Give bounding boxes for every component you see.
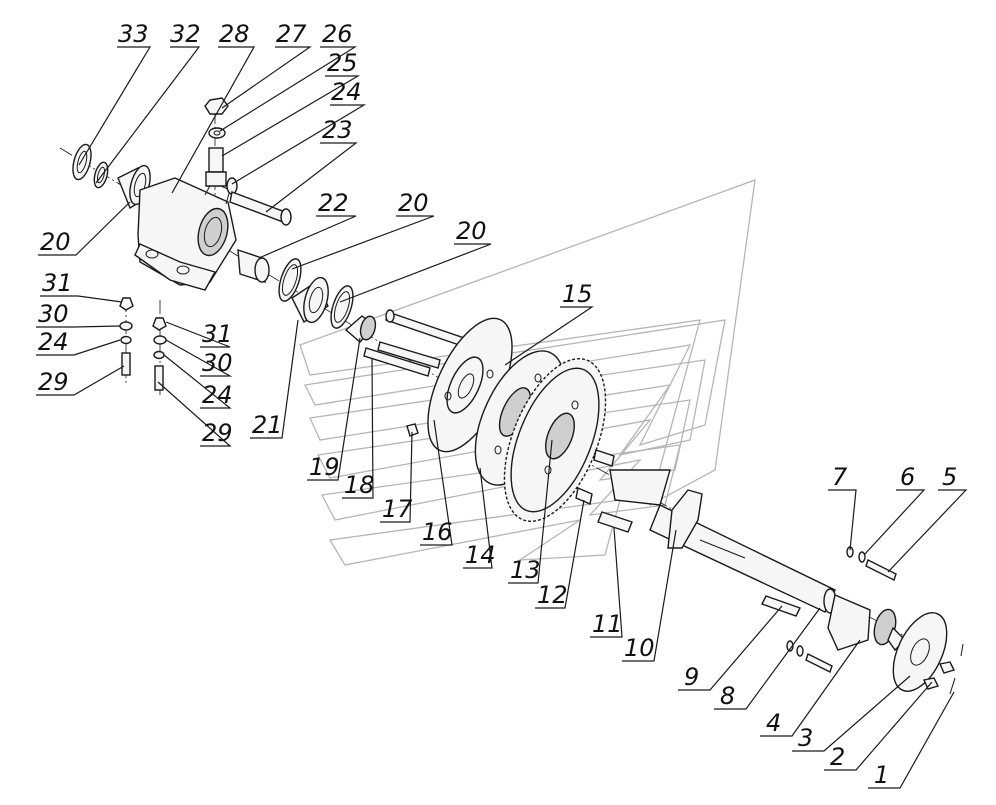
part-22-spacer — [237, 249, 270, 284]
callout-13: 13 — [510, 556, 541, 584]
part-17-nut — [406, 423, 419, 437]
callout-27: 27 — [276, 20, 307, 48]
callout-24-top: 24 — [331, 78, 362, 106]
callout-28: 28 — [219, 20, 250, 48]
callout-31-right: 31 — [202, 320, 233, 348]
part-28-bearing-housing — [134, 177, 237, 291]
callout-11: 11 — [592, 610, 623, 638]
callout-23: 23 — [322, 116, 353, 144]
callout-24-left: 24 — [38, 328, 69, 356]
part-fastener-stack-left — [119, 297, 134, 376]
leader-lines — [36, 46, 968, 789]
part-fastener-stack-right — [152, 317, 167, 391]
callout-14: 14 — [465, 541, 496, 569]
callout-20-middle: 20 — [398, 189, 429, 217]
part-27-nut — [204, 97, 229, 115]
part-23-bolt — [229, 191, 292, 226]
part-19-bushing — [344, 315, 377, 343]
part-9-key — [761, 595, 801, 617]
callout-25: 25 — [327, 49, 358, 77]
callout-3: 3 — [798, 724, 813, 752]
callout-2: 2 — [830, 743, 845, 771]
callout-18: 18 — [344, 471, 375, 499]
callout-6: 6 — [900, 463, 915, 491]
part-21-bearing — [291, 276, 329, 324]
callout-4: 4 — [766, 709, 781, 737]
callout-26: 26 — [322, 20, 353, 48]
callout-17: 17 — [382, 495, 413, 523]
callout-29-left: 29 — [38, 368, 69, 396]
callout-1: 1 — [874, 761, 889, 789]
callout-15: 15 — [562, 280, 593, 308]
callout-31-left: 31 — [42, 269, 73, 297]
callout-19: 19 — [309, 453, 340, 481]
callout-10: 10 — [624, 634, 655, 662]
callout-16: 16 — [422, 518, 453, 546]
callout-24-right: 24 — [202, 381, 233, 409]
part-18-pins — [363, 341, 441, 377]
callout-29-right: 29 — [202, 419, 233, 447]
part-8-shaft — [609, 469, 837, 614]
part-6-washer — [858, 551, 866, 563]
part-4-bearing-unit — [827, 594, 906, 652]
part-10-flange-plate — [667, 489, 703, 549]
part-3-end-disc — [892, 612, 948, 692]
part-lower-bolt-set — [786, 640, 833, 673]
callout-30-right: 30 — [202, 349, 233, 377]
part-5-bolt — [865, 559, 897, 581]
part-11-key — [597, 511, 633, 533]
part-33-seal-ring — [72, 143, 92, 181]
part-32-circlip — [93, 161, 109, 189]
part-25-fitting — [205, 147, 227, 187]
part-1-cotter-pins — [949, 643, 964, 695]
callout-33: 33 — [118, 20, 149, 48]
part-16-hub-disc — [427, 317, 513, 453]
callout-12: 12 — [537, 581, 568, 609]
callout-32: 32 — [170, 20, 201, 48]
callout-20-right: 20 — [456, 217, 487, 245]
callout-8: 8 — [720, 682, 735, 710]
part-13-sprocket — [503, 358, 607, 522]
part-long-bolts — [385, 309, 471, 349]
callout-30-left: 30 — [38, 300, 69, 328]
callout-5: 5 — [942, 463, 957, 491]
callout-20-left: 20 — [40, 228, 71, 256]
part-12-nuts — [575, 449, 615, 505]
callout-22: 22 — [318, 189, 349, 217]
callout-21: 21 — [252, 411, 283, 439]
callout-9: 9 — [684, 663, 699, 691]
callout-labels: 33 32 28 27 26 25 24 23 22 20 20 20 31 3… — [38, 20, 957, 789]
part-20-ring-right — [330, 285, 354, 329]
callout-7: 7 — [832, 463, 848, 491]
part-20-ring-middle — [278, 258, 302, 302]
